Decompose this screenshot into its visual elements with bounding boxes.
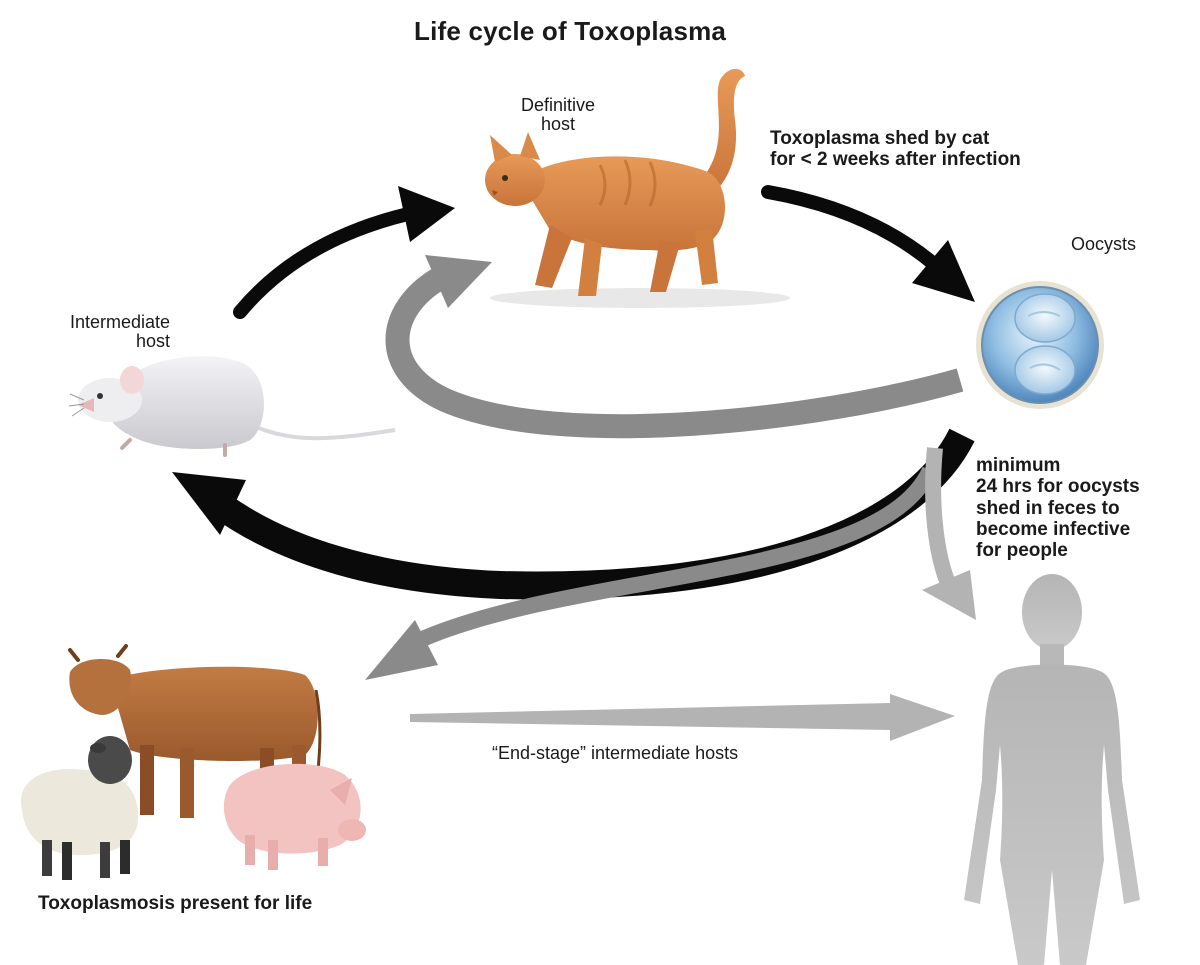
- definitive-host-label: Definitive host: [520, 95, 596, 134]
- arrow-oocysts-to-livestock: [365, 466, 938, 680]
- oocyst-timing-label: minimum 24 hrs for oocysts shed in feces…: [976, 455, 1140, 562]
- cat-shedding-label: Toxoplasma shed by cat for < 2 weeks aft…: [770, 128, 1021, 171]
- arrow-cat-to-oocysts: [761, 185, 975, 302]
- oocysts-label: Oocysts: [1071, 234, 1137, 254]
- human-silhouette: [964, 574, 1140, 965]
- end-stage-hosts-label: “End-stage” intermediate hosts: [492, 743, 739, 763]
- arrow-oocysts-to-cat-loop: [385, 255, 964, 439]
- pig-illustration: [223, 763, 366, 870]
- arrow-oocysts-to-mouse: [172, 428, 975, 600]
- arrow-mouse-to-cat: [233, 186, 455, 319]
- intermediate-host-label: Intermediate host: [69, 312, 170, 351]
- diagram-title: Life cycle of Toxoplasma: [414, 16, 727, 46]
- oocyst-illustration: [976, 281, 1104, 409]
- mouse-illustration: [68, 356, 396, 457]
- cat-illustration: [485, 68, 790, 308]
- arrow-oocysts-to-human: [922, 447, 976, 620]
- cow-illustration: [68, 644, 322, 818]
- sheep-illustration: [20, 736, 139, 880]
- arrow-livestock-to-human: [410, 694, 955, 741]
- toxoplasmosis-for-life-label: Toxoplasmosis present for life: [38, 893, 313, 914]
